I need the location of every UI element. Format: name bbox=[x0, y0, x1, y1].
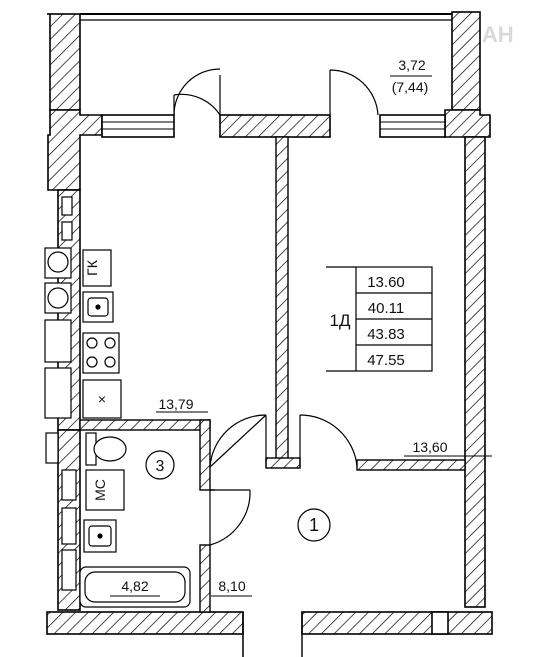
partition-kitchen-living bbox=[275, 136, 289, 468]
living-hall-wall bbox=[356, 459, 466, 471]
bathroom-number-circle bbox=[145, 450, 175, 480]
apartment-type: 1Д bbox=[330, 311, 351, 330]
washing-machine-label: МС bbox=[92, 479, 108, 501]
top-wall-left bbox=[47, 109, 103, 191]
hall-number-circle bbox=[297, 508, 331, 542]
hall-area-label: 8,10 bbox=[218, 578, 245, 594]
balcony-right-wall bbox=[451, 11, 481, 111]
toilet-bowl bbox=[93, 436, 127, 462]
gas-boiler bbox=[82, 249, 112, 287]
bathroom-right-wall bbox=[199, 419, 211, 491]
top-wall-middle bbox=[219, 114, 331, 138]
bathroom-fixtures bbox=[79, 432, 191, 608]
area-table bbox=[326, 266, 433, 372]
balcony bbox=[47, 11, 481, 111]
interior-walls bbox=[79, 136, 466, 613]
hall-number: 1 bbox=[309, 515, 319, 535]
bathroom-area-label: 4,82 bbox=[121, 578, 148, 594]
useful-area-value: 40.11 bbox=[368, 300, 404, 317]
living-area-value: 13.60 bbox=[367, 274, 405, 291]
top-wall-right bbox=[444, 109, 491, 138]
cabinet-mark: × bbox=[98, 391, 106, 407]
balcony-left-wall bbox=[49, 13, 81, 111]
door-swings bbox=[173, 68, 379, 657]
washing-machine bbox=[85, 469, 125, 511]
right-wall bbox=[464, 136, 486, 608]
outer-walls bbox=[46, 109, 493, 657]
bathroom-number: 3 bbox=[156, 458, 165, 475]
total-area-with-balcony-value: 47.55 bbox=[367, 352, 405, 369]
annotation-lines bbox=[110, 75, 492, 597]
bottom-wall-left bbox=[46, 611, 244, 635]
living-room-area-label: 13,60 bbox=[412, 439, 447, 455]
bathroom-top-wall bbox=[79, 419, 211, 431]
balcony-area-full: (7,44) bbox=[392, 79, 429, 95]
total-area-value: 43.83 bbox=[367, 326, 405, 343]
bottom-wall-right bbox=[301, 611, 493, 635]
balcony-area: 3,72 bbox=[398, 57, 425, 73]
kitchen-area-label: 13,79 bbox=[158, 396, 193, 412]
kitchen-fixtures bbox=[44, 196, 122, 591]
room-markers bbox=[145, 450, 331, 542]
kitchen-cabinet bbox=[82, 379, 122, 419]
gas-boiler-label: ГК bbox=[84, 259, 100, 276]
